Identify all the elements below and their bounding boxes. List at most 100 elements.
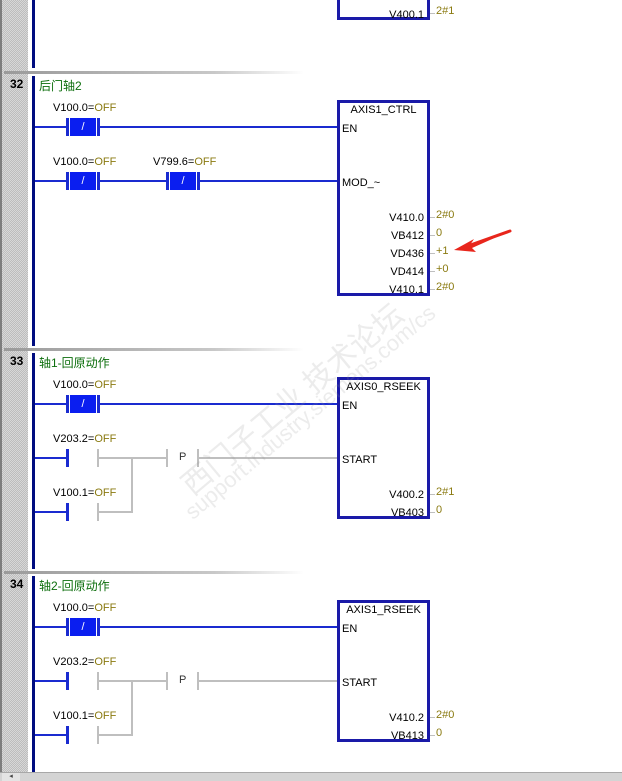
output-address: V400.1 xyxy=(389,9,424,21)
wire xyxy=(100,626,338,628)
wire xyxy=(199,457,338,459)
function-block-axis0-rseek[interactable]: AXIS0_RSEEK EN START V400.2 VB403 xyxy=(337,377,430,519)
wire xyxy=(35,734,66,736)
normally-open-contact[interactable] xyxy=(66,503,69,521)
contact-right-bar xyxy=(97,172,100,190)
output-value: 0 xyxy=(436,504,443,516)
output-tick xyxy=(430,494,435,495)
contact-left-bar xyxy=(166,172,169,190)
wire xyxy=(35,180,66,182)
input-pin-en: EN xyxy=(342,400,358,412)
output-address: VB403 xyxy=(390,507,424,519)
network-separator xyxy=(4,348,304,351)
positive-edge-detector[interactable]: P xyxy=(179,674,187,686)
input-pin-start: START xyxy=(342,677,378,689)
normally-open-contact[interactable] xyxy=(66,726,69,744)
output-address: V410.2 xyxy=(389,712,424,724)
network-separator xyxy=(4,571,304,574)
wire xyxy=(99,511,132,513)
output-address: VB413 xyxy=(390,730,424,742)
wire xyxy=(35,680,66,682)
input-pin-start: START xyxy=(342,454,378,466)
power-rail xyxy=(32,353,35,569)
function-block-axis1-rseek[interactable]: AXIS1_RSEEK EN START V410.2 VB413 xyxy=(337,600,430,742)
normally-closed-contact[interactable]: / xyxy=(70,618,96,636)
output-tick xyxy=(430,271,435,272)
function-block-prev[interactable]: V400.1 xyxy=(337,0,430,21)
power-rail xyxy=(32,76,35,346)
wire xyxy=(100,126,338,128)
wire xyxy=(200,180,338,182)
contact-left-bar xyxy=(66,395,69,413)
power-rail xyxy=(32,576,35,772)
input-pin-mod: MOD_~ xyxy=(342,177,381,189)
wire xyxy=(99,734,132,736)
normally-closed-contact[interactable]: / xyxy=(70,118,96,136)
output-address: V410.0 xyxy=(389,212,424,224)
output-address: V400.2 xyxy=(389,489,424,501)
contact-label: V100.1=OFF xyxy=(53,710,117,722)
contact-right-bar xyxy=(97,449,99,467)
wire xyxy=(35,457,66,459)
contact-right-bar xyxy=(97,618,100,636)
input-pin-en: EN xyxy=(342,623,358,635)
contact-right-bar xyxy=(97,395,100,413)
output-value: 2#0 xyxy=(436,209,455,221)
normally-open-contact[interactable] xyxy=(66,672,69,690)
positive-edge-detector[interactable]: P xyxy=(179,451,187,463)
function-block-axis1-ctrl[interactable]: AXIS1_CTRL EN MOD_~ V410.0 VB412 VD436 V… xyxy=(337,100,430,296)
block-name: AXIS1_CTRL xyxy=(350,104,417,116)
scroll-left-icon[interactable]: ◂ xyxy=(2,773,20,781)
output-tick xyxy=(430,717,435,718)
output-value: 0 xyxy=(436,727,443,739)
block-name: AXIS0_RSEEK xyxy=(346,381,421,393)
contact-label: V203.2=OFF xyxy=(53,656,117,668)
block-name: AXIS1_RSEEK xyxy=(346,604,421,616)
network-title[interactable]: 轴1-回原动作 xyxy=(39,356,110,370)
edge-detector-right xyxy=(197,672,199,690)
output-tick xyxy=(430,735,435,736)
contact-label: V100.1=OFF xyxy=(53,487,117,499)
contact-left-bar xyxy=(66,172,69,190)
horizontal-scrollbar[interactable]: ◂ xyxy=(0,772,622,781)
wire xyxy=(35,511,66,513)
wire xyxy=(100,180,166,182)
wire xyxy=(35,403,66,405)
output-value: +0 xyxy=(436,263,449,275)
output-tick xyxy=(430,217,435,218)
network-number[interactable]: 34 xyxy=(10,577,24,591)
contact-label: V799.6=OFF xyxy=(153,156,217,168)
network-title[interactable]: 轴2-回原动作 xyxy=(39,579,110,593)
output-value: 2#1 xyxy=(436,5,455,17)
normally-closed-contact[interactable]: / xyxy=(70,172,96,190)
contact-label: V100.0=OFF xyxy=(53,156,117,168)
contact-label: V203.2=OFF xyxy=(53,433,117,445)
output-value: 2#1 xyxy=(436,486,455,498)
network-number[interactable]: 32 xyxy=(10,77,24,91)
output-tick xyxy=(430,235,435,236)
power-rail xyxy=(32,0,35,68)
output-value: 2#0 xyxy=(436,281,455,293)
contact-right-bar xyxy=(97,672,99,690)
wire xyxy=(35,626,66,628)
output-address: VD436 xyxy=(390,248,424,260)
output-address: VB412 xyxy=(390,230,424,242)
output-tick xyxy=(430,13,435,14)
output-address: V410.1 xyxy=(389,284,424,296)
output-value: 2#0 xyxy=(436,709,455,721)
output-value: +1 xyxy=(436,245,449,257)
normally-open-contact[interactable] xyxy=(66,449,69,467)
network-title[interactable]: 后门轴2 xyxy=(39,79,82,93)
normally-closed-contact[interactable]: / xyxy=(170,172,196,190)
normally-closed-contact[interactable]: / xyxy=(70,395,96,413)
red-arrow-annotation-icon xyxy=(454,229,512,252)
edge-detector-left xyxy=(166,449,168,467)
contact-right-bar xyxy=(197,172,200,190)
contact-label: V100.0=OFF xyxy=(53,379,117,391)
output-value: 0 xyxy=(436,227,443,239)
network-gutter xyxy=(0,0,28,772)
contact-label: V100.0=OFF xyxy=(53,102,117,114)
network-number[interactable]: 33 xyxy=(10,354,24,368)
output-tick xyxy=(430,512,435,513)
contact-left-bar xyxy=(66,618,69,636)
